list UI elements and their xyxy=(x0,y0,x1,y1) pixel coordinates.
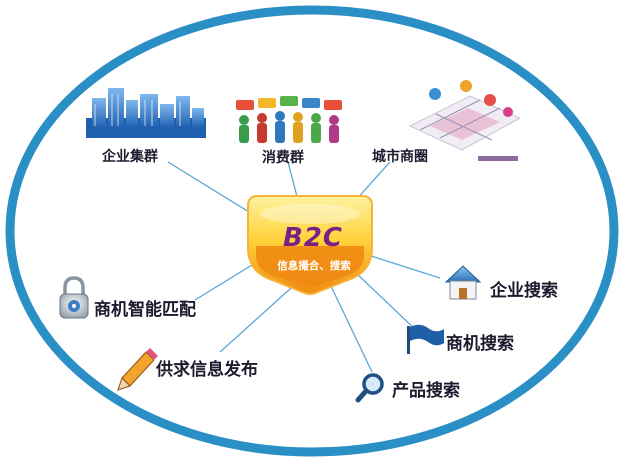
buildings-icon xyxy=(86,88,206,138)
connector-product-search xyxy=(329,283,373,373)
flag-icon xyxy=(407,324,444,354)
connector-enterprise-search xyxy=(367,254,441,279)
people-speech-bubbles-icon xyxy=(236,96,342,143)
connector-enterprise-cluster xyxy=(167,161,263,221)
house-icon xyxy=(444,265,482,300)
connector-business-match xyxy=(194,259,261,301)
connector-business-search xyxy=(354,271,419,333)
outer-ellipse xyxy=(5,5,619,457)
padlock-icon xyxy=(59,276,89,319)
label-city-business-circle: 城市商圈 xyxy=(372,149,428,165)
label-product-search: 产品搜索 xyxy=(392,381,460,401)
label-supply-demand-publish: 供求信息发布 xyxy=(156,360,258,380)
label-consumer-group: 消费群 xyxy=(262,150,304,166)
magnifier-icon xyxy=(355,373,384,403)
label-enterprise-search: 企业搜索 xyxy=(490,281,558,301)
city-map-icon xyxy=(408,80,522,161)
center-subtitle: 信息撮合、搜索 xyxy=(277,260,351,272)
connector-supply-demand xyxy=(219,279,301,353)
center-badge xyxy=(247,195,373,295)
label-business-match: 商机智能匹配 xyxy=(94,300,196,320)
center-title: B2C xyxy=(283,223,343,253)
pencil-icon xyxy=(117,348,158,391)
label-enterprise-cluster: 企业集群 xyxy=(102,149,158,165)
label-business-search: 商机搜索 xyxy=(446,334,514,354)
